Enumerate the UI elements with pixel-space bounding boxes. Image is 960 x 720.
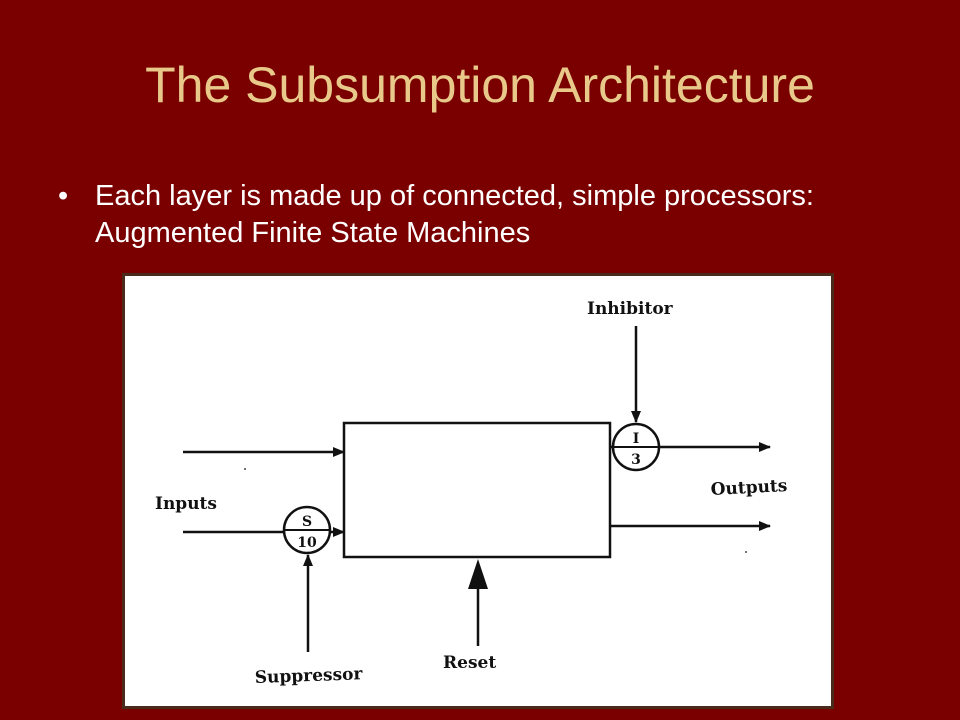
suppressor-label: Suppressor — [254, 664, 363, 688]
suppressor-node: S 10 — [282, 505, 332, 555]
bullet-item: • Each layer is made up of connected, si… — [58, 178, 918, 252]
inhibitor-node-letter: I — [633, 431, 640, 447]
reset-label: Reset — [443, 653, 496, 673]
processor-box — [342, 421, 612, 559]
bullet-text: Each layer is made up of connected, simp… — [95, 180, 814, 249]
scan-speck — [745, 551, 747, 553]
inputs-label: Inputs — [155, 494, 217, 514]
slide-title: The Subsumption Architecture — [145, 57, 815, 113]
inhibitor-node: I 3 — [611, 422, 661, 472]
inhibitor-label: Inhibitor — [587, 299, 674, 319]
outputs-label: Outputs — [710, 476, 788, 500]
suppressor-node-letter: S — [302, 514, 312, 530]
afsm-diagram: S 10 I 3 Inhibitor Inputs Outputs Suppre… — [155, 299, 788, 688]
scan-speck — [244, 468, 246, 470]
bullet-marker: • — [58, 180, 69, 212]
inhibitor-node-number: 3 — [631, 452, 641, 468]
suppressor-node-number: 10 — [297, 535, 317, 551]
bullet-list: • Each layer is made up of connected, si… — [58, 178, 918, 252]
reset-arrow-head — [468, 559, 488, 589]
afsm-diagram-frame: S 10 I 3 Inhibitor Inputs Outputs Suppre… — [122, 273, 834, 709]
